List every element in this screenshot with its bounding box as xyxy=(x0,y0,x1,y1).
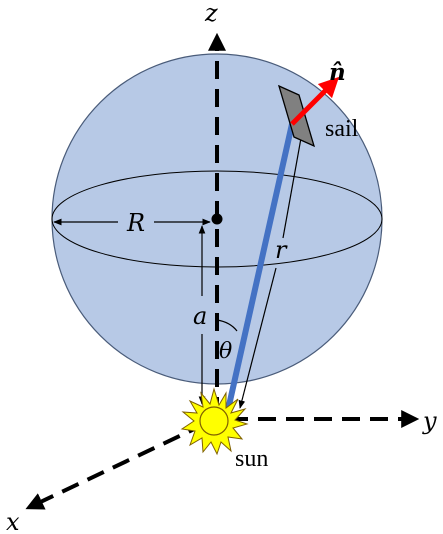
sun-icon xyxy=(180,387,249,456)
offset-a-label: a xyxy=(193,302,207,330)
angle-theta-label: θ xyxy=(219,339,232,364)
x-axis xyxy=(25,422,206,510)
z-axis-label: z xyxy=(204,0,218,27)
distance-r-arrow-bottom xyxy=(238,267,277,409)
x-axis-label: x xyxy=(6,508,20,534)
sphere-radius-label: R xyxy=(126,209,145,237)
normal-vector-arrow xyxy=(290,76,340,126)
y-axis-label: y xyxy=(422,407,437,435)
sail-label: sail xyxy=(325,116,359,142)
distance-r-label: r xyxy=(275,236,288,264)
theta-angle-arc xyxy=(216,319,238,332)
sun-to-sail-beam xyxy=(225,123,295,411)
normal-vector-label: n̂ xyxy=(329,59,346,86)
sun-label: sun xyxy=(235,446,268,472)
distance-r-arrow-top xyxy=(282,126,305,239)
sphere-center xyxy=(211,213,223,225)
